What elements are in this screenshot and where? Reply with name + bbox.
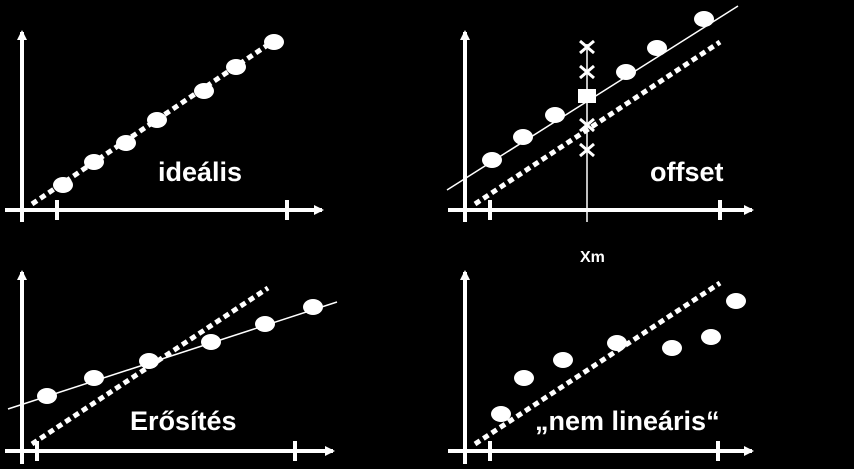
data-point [607, 335, 627, 351]
data-point [139, 353, 159, 369]
data-point [147, 112, 167, 128]
panel-offset: offset Xm [446, 5, 754, 266]
data-points [491, 293, 746, 422]
panel-nonlinear: „nem lineáris“ [448, 270, 754, 464]
data-point [53, 177, 73, 193]
data-points [53, 34, 284, 193]
data-point [264, 34, 284, 50]
ideal-line [473, 39, 722, 207]
data-point [194, 83, 214, 99]
cross-mark [579, 117, 595, 133]
panel-label-nonlinear: „nem lineáris“ [535, 406, 720, 436]
xm-label: Xm [580, 249, 605, 266]
mean-point [578, 89, 596, 103]
data-point [255, 316, 275, 332]
panel-label-ideal: ideális [158, 157, 242, 187]
cross-mark [579, 39, 595, 55]
panel-gain: Erősítés [5, 270, 338, 464]
data-point [116, 135, 136, 151]
data-point [226, 59, 246, 75]
data-point [647, 40, 667, 56]
data-points [482, 11, 714, 168]
data-point [84, 370, 104, 386]
data-point [694, 11, 714, 27]
data-point [701, 329, 721, 345]
data-points [37, 299, 323, 404]
ideal-line [473, 280, 722, 447]
data-point [513, 129, 533, 145]
data-point [84, 154, 104, 170]
data-point [545, 107, 565, 123]
data-point [616, 64, 636, 80]
repeated-measurements [579, 39, 595, 158]
data-point [482, 152, 502, 168]
data-point [303, 299, 323, 315]
gain-fit-line [7, 301, 338, 410]
data-point [37, 388, 57, 404]
cross-mark [579, 64, 595, 80]
data-point [514, 370, 534, 386]
panel-label-gain: Erősítés [130, 406, 237, 436]
data-point [553, 352, 573, 368]
cross-mark [579, 142, 595, 158]
data-point [201, 334, 221, 350]
data-point [726, 293, 746, 309]
panel-label-offset: offset [650, 157, 724, 187]
data-point [662, 340, 682, 356]
data-point [491, 406, 511, 422]
panel-ideal: ideális [5, 30, 324, 222]
